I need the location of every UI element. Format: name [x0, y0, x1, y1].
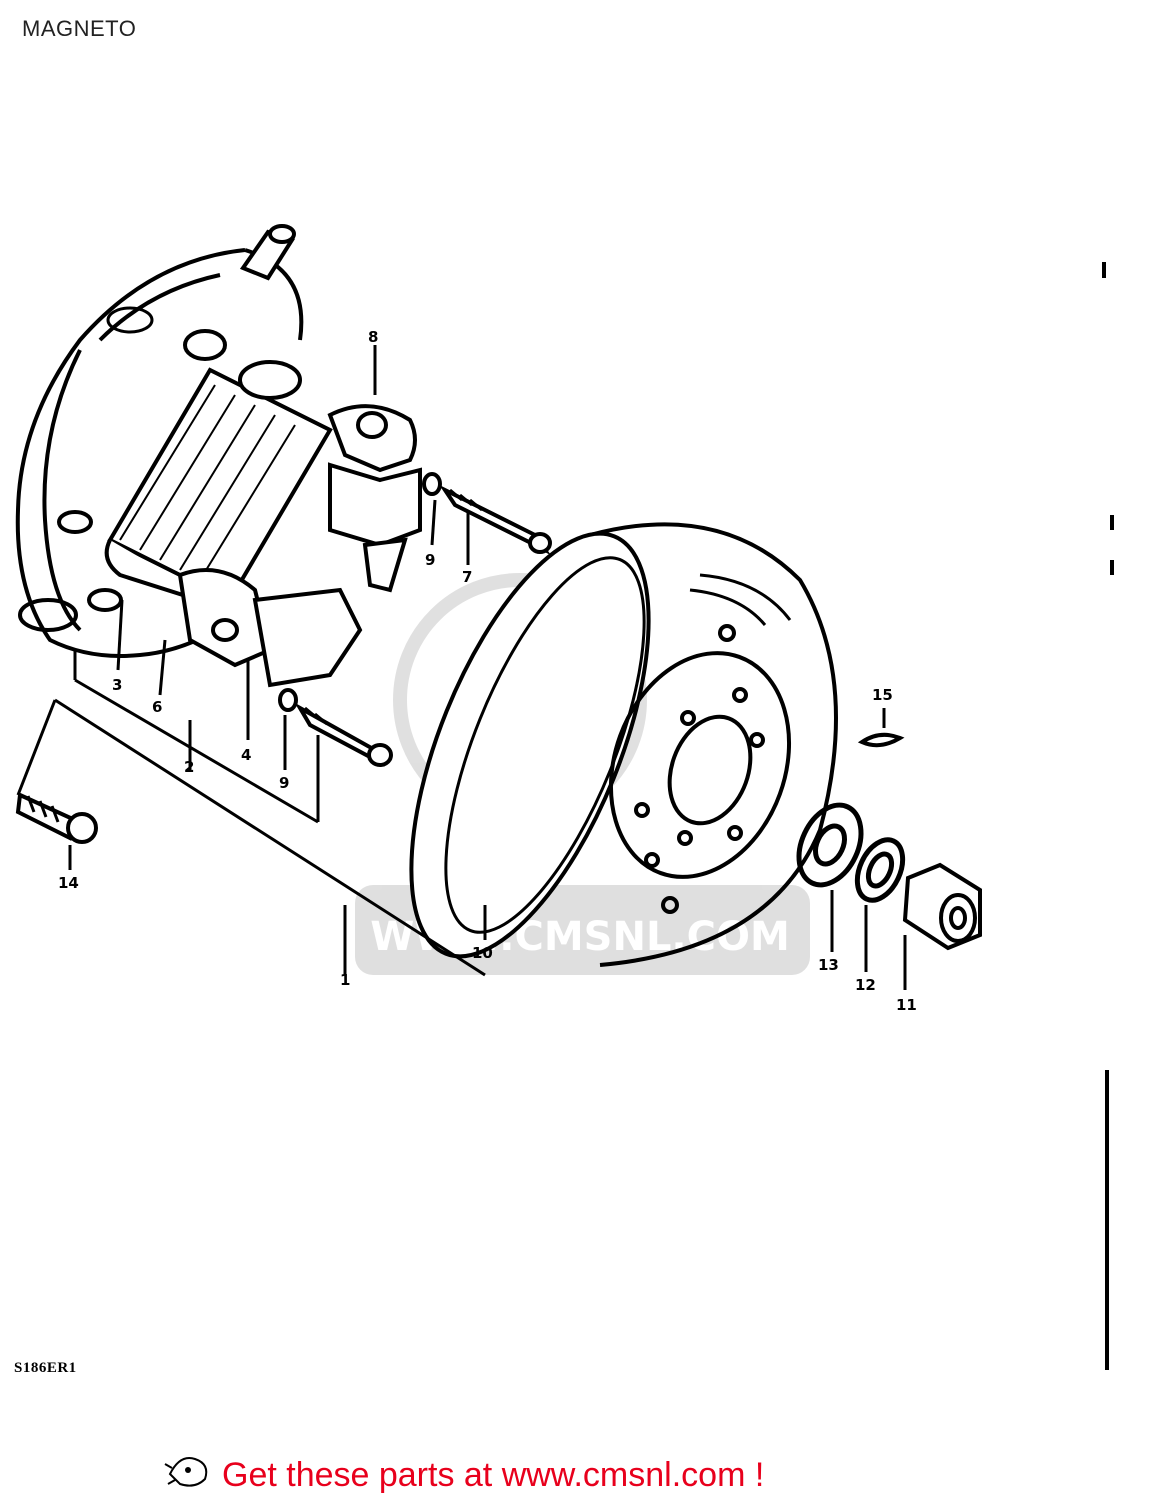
screw-14	[15, 792, 98, 844]
page-title: MAGNETO	[22, 16, 137, 41]
callout-2: 2	[184, 758, 194, 776]
callout-labels: 8 9 7 3 6 4 9 2 14 1 10 15 13 12 11	[58, 328, 917, 1014]
screw-lower	[294, 702, 393, 767]
cmsnl-mascot-icon	[164, 1457, 208, 1487]
callout-8: 8	[368, 328, 378, 346]
callout-4: 4	[241, 746, 251, 764]
callout-7: 7	[462, 568, 472, 586]
callout-11: 11	[896, 996, 917, 1014]
pickup-coil-upper	[327, 404, 422, 593]
pickup-coil-lower	[177, 568, 363, 688]
callout-9-upper: 9	[425, 551, 435, 569]
callout-13: 13	[818, 956, 839, 974]
cmsnl-link[interactable]: Get these parts at www.cmsnl.com !	[222, 1456, 765, 1494]
callout-10: 10	[472, 944, 493, 962]
scan-border-marks	[1102, 262, 1114, 1370]
screw-7	[439, 484, 552, 556]
callout-9-lower: 9	[279, 774, 289, 792]
callout-15: 15	[872, 686, 893, 704]
callout-12: 12	[855, 976, 876, 994]
washer-lower	[278, 688, 298, 712]
washer-13	[796, 802, 864, 888]
washer-9-upper	[422, 472, 442, 496]
leader-lines	[16, 345, 907, 990]
nut-11	[902, 862, 982, 951]
diagram-code: S186ER1	[14, 1360, 77, 1376]
callout-1: 1	[340, 971, 350, 989]
magneto-rotor	[409, 522, 838, 967]
callout-3: 3	[112, 676, 122, 694]
crankshaft-end	[239, 224, 296, 281]
callout-6: 6	[152, 698, 162, 716]
key-15	[857, 732, 905, 748]
washer-12	[854, 837, 906, 903]
callout-14: 14	[58, 874, 79, 892]
